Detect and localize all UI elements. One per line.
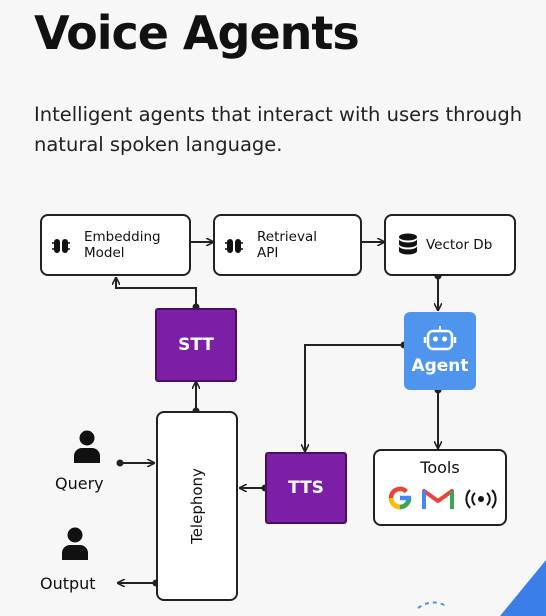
edge-agent-tts <box>305 344 404 451</box>
tts-node: TTS <box>265 452 347 524</box>
decorative-dashed-arc <box>417 601 447 609</box>
database-icon <box>399 233 417 255</box>
stt-label: STT <box>178 335 214 355</box>
tools-node: Tools <box>373 449 507 526</box>
gmail-m-icon <box>422 489 454 509</box>
vector-db-label: Vector Db <box>426 237 493 253</box>
output-label: Output <box>40 574 96 593</box>
vector-db-node: Vector Db <box>384 214 516 276</box>
tools-label: Tools <box>420 458 460 477</box>
page-subtitle: Intelligent agents that interact with us… <box>34 103 523 156</box>
output-person-icon <box>62 527 88 560</box>
robot-icon <box>423 326 457 351</box>
retrieval-api-node: Retrieval API <box>213 214 362 276</box>
stt-node: STT <box>155 308 237 382</box>
embedding-model-label: Embedding Model <box>84 229 161 261</box>
brain-chip-icon <box>52 239 70 253</box>
edge-stt-embedding <box>116 278 197 307</box>
decorative-corner-shape <box>500 560 546 616</box>
embedding-model-node: Embedding Model <box>40 214 191 276</box>
google-g-icon <box>388 486 412 510</box>
tts-label: TTS <box>288 478 324 498</box>
query-label: Query <box>55 474 104 493</box>
telephony-node: Telephony <box>156 411 238 601</box>
agent-label: Agent <box>411 356 469 376</box>
query-person-icon <box>74 430 100 463</box>
agent-node: Agent <box>404 312 476 390</box>
broadcast-icon <box>465 489 497 509</box>
retrieval-api-label: Retrieval API <box>257 229 317 261</box>
brain-chip-icon <box>225 239 243 253</box>
telephony-label: Telephony <box>188 468 206 544</box>
page-title: Voice Agents <box>34 6 360 60</box>
